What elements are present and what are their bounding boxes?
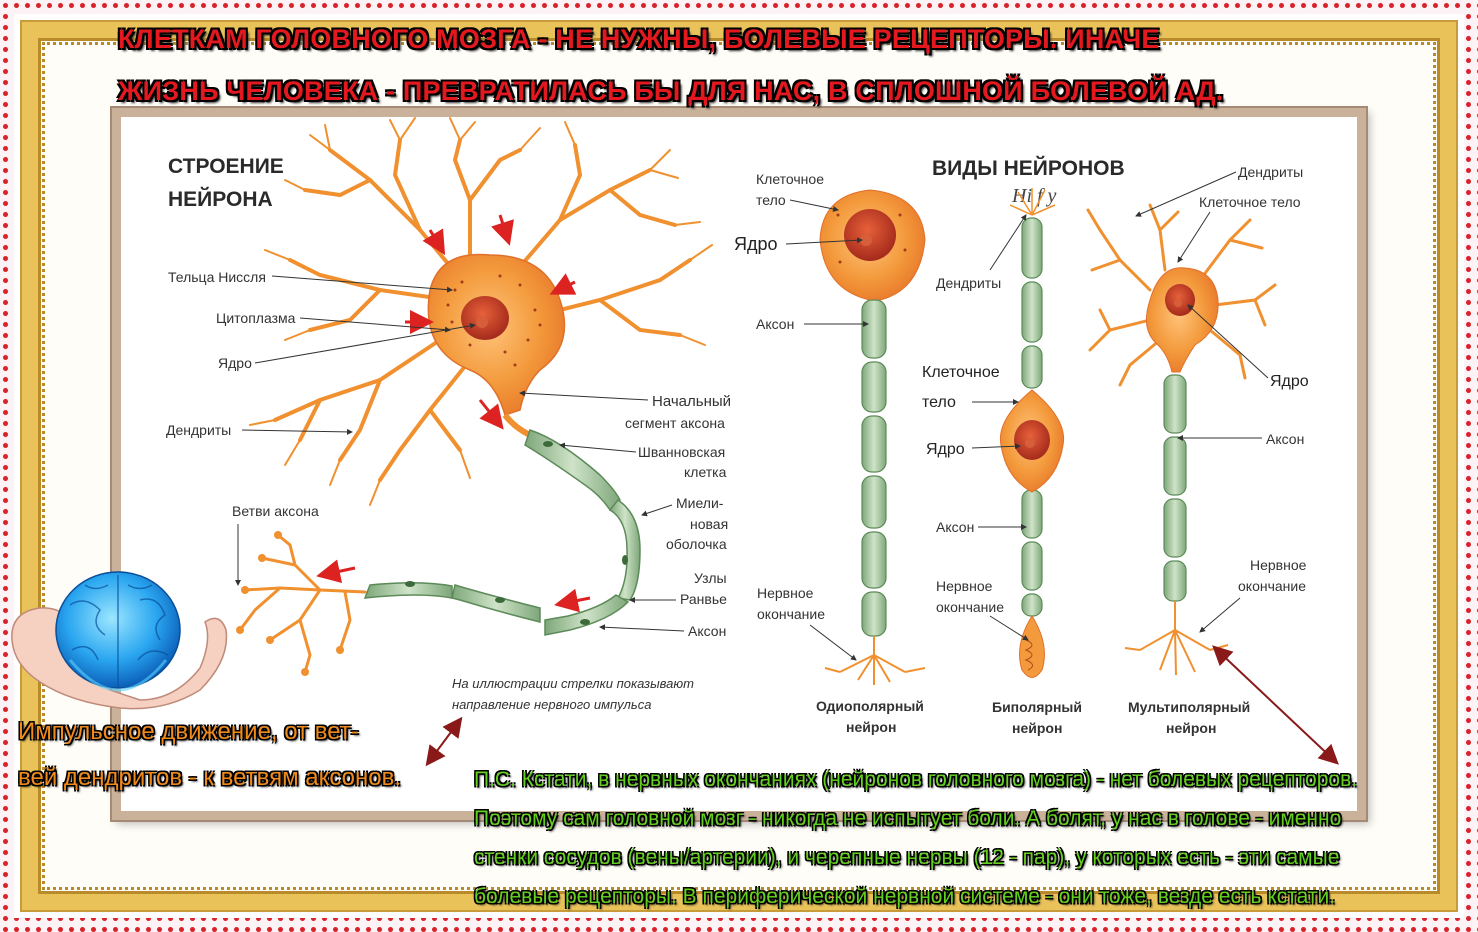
label-cytoplasm: Цитоплазма — [216, 310, 296, 326]
bi-dendrites: Дендриты — [936, 275, 1001, 291]
multipolar-labels: Дендриты Клеточное тело Ядро Аксон Нервн… — [1128, 164, 1309, 736]
multi-cell-body: Клеточное тело — [1199, 194, 1301, 210]
label-schwann-2: клетка — [684, 464, 727, 480]
uni-cell-body-1: Клеточное — [756, 171, 824, 187]
pointer-arrow-right — [1212, 645, 1339, 765]
multi-axon: Аксон — [1266, 431, 1304, 447]
uni-axon: Аксон — [756, 316, 794, 332]
multi-name-2: нейрон — [1166, 720, 1216, 736]
impulse-note-line-2: вей дендритов - к ветвям аксонов. — [18, 764, 402, 791]
label-dendrites: Дендриты — [166, 422, 231, 438]
multi-ending-1: Нервное — [1250, 557, 1307, 573]
schwann-nuclei — [405, 441, 628, 625]
caption-line-2: направление нервного импульса — [452, 697, 651, 712]
bi-ending-1: Нервное — [936, 578, 993, 594]
label-myelin-1: Миели- — [676, 495, 724, 511]
uni-cell-body-2: тело — [756, 192, 786, 208]
ps-note-line-4: болевые рецепторы. В периферической нерв… — [474, 885, 1336, 908]
bi-ending-2: окончание — [936, 599, 1004, 615]
label-schwann-1: Шванновская — [638, 444, 725, 460]
impulse-arrows — [316, 214, 591, 613]
unipolar-labels: Клеточное тело Ядро Аксон Нервное оконча… — [734, 171, 924, 735]
dendrites-branches — [273, 138, 692, 482]
brain-in-hands-icon — [11, 571, 228, 710]
label-axon: Аксон — [688, 623, 726, 639]
axon-terminals — [238, 533, 367, 674]
multipolar-neuron — [1086, 203, 1277, 676]
bi-nucleus: Ядро — [926, 441, 965, 458]
unipolar-neuron — [819, 189, 926, 685]
handwriting-note: Hi f y — [1011, 185, 1057, 207]
label-nissl: Тельца Ниссля — [168, 269, 266, 285]
diagram-frame — [112, 108, 1366, 820]
label-myelin-3: оболочка — [666, 536, 727, 552]
structure-labels: СТРОЕНИЕ НЕЙРОНА Тельца Ниссля Цитоплазм… — [166, 155, 731, 712]
uni-ending-1: Нервное — [757, 585, 814, 601]
bipolar-neuron — [999, 188, 1065, 678]
multi-dendrites: Дендриты — [1238, 164, 1303, 180]
types-title: ВИДЫ НЕЙРОНОВ — [932, 156, 1125, 180]
pointer-arrow-left — [425, 716, 463, 767]
label-ranvier-1: Узлы — [694, 570, 727, 586]
nissl-bodies — [446, 274, 542, 367]
label-initial-segment-2: сегмент аксона — [625, 415, 725, 431]
bipolar-labels: Дендриты Клеточное тело Ядро Аксон Нервн… — [922, 214, 1082, 736]
bi-name-1: Биполярный — [992, 699, 1082, 715]
multi-ending-2: окончание — [1238, 578, 1306, 594]
uni-name-2: нейрон — [846, 719, 896, 735]
label-axon-branches: Ветви аксона — [232, 503, 319, 519]
bi-cell-body-2: тело — [922, 394, 956, 411]
ps-note-line-3: стенки сосудов (вены/артерии), и черепны… — [474, 846, 1340, 869]
bi-axon: Аксон — [936, 519, 974, 535]
uni-nucleus: Ядро — [734, 234, 778, 254]
ps-note-line-1: П.С. Кстати, в нервных окончаниях (нейро… — [474, 768, 1358, 791]
label-ranvier-2: Ранвье — [680, 591, 727, 607]
nucleolus — [476, 316, 488, 328]
label-nucleus: Ядро — [218, 355, 252, 371]
label-myelin-2: новая — [690, 516, 728, 532]
multi-name-1: Мультиполярный — [1128, 699, 1250, 715]
uni-name-1: Одиополярный — [816, 698, 924, 714]
ps-note-line-2: Поэтому сам головной мозг - никогда не и… — [474, 807, 1342, 830]
bi-name-2: нейрон — [1012, 720, 1062, 736]
bi-cell-body-1: Клеточное — [922, 364, 1000, 381]
myelin-segments — [363, 429, 641, 636]
structure-title-1: СТРОЕНИЕ — [168, 155, 284, 178]
structure-title-2: НЕЙРОНА — [168, 187, 273, 211]
multi-nucleus: Ядро — [1270, 373, 1309, 390]
headline-line-2: ЖИЗНЬ ЧЕЛОВЕКА - ПРЕВРАТИЛАСЬ БЫ ДЛЯ НАС… — [118, 76, 1224, 106]
caption-line-1: На иллюстрации стрелки показывают — [452, 676, 694, 691]
big-neuron-illustration — [236, 117, 713, 676]
headline-line-1: КЛЕТКАМ ГОЛОВНОГО МОЗГА - НЕ НУЖНЫ, БОЛЕ… — [118, 24, 1160, 54]
uni-ending-2: окончание — [757, 606, 825, 622]
impulse-note-line-1: Импульсное движение, от вет- — [18, 718, 359, 745]
label-initial-segment-1: Начальный — [652, 393, 731, 410]
